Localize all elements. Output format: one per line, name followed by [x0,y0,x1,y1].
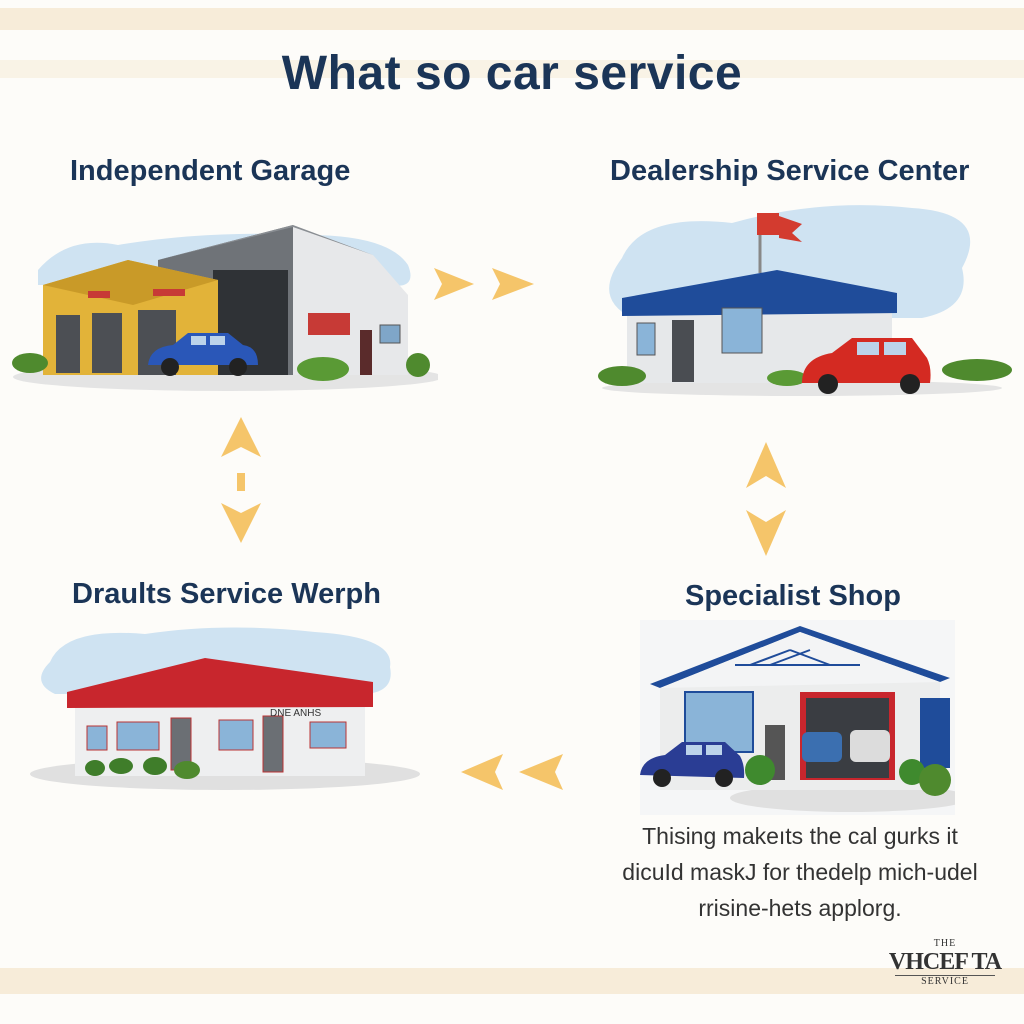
chain-building-sign: DNE ANHS [270,708,321,719]
arrow-updown-left-icon [216,415,266,550]
logo-name: VHCEF TA [888,949,1002,975]
brand-logo: THE VHCEF TA SERVICE [886,938,1004,1010]
page-title: What so car service [281,47,743,100]
top-stripe-2 [0,60,1024,78]
description-line-2: dicuId maskJ for thedelp mich-udel [622,859,978,885]
specialist-shop-illustration [640,620,955,815]
arrow-updown-right-icon [741,440,791,565]
description-text: Thising makeıts the cal gurks it dicuId … [590,818,1010,926]
chain-service-illustration: DNE ANHS [25,622,425,797]
independent-garage-illustration [8,215,438,400]
description-line-3: rrisine-hets applorg. [698,895,902,921]
label-dealership: Dealership Service Center [610,155,970,187]
label-specialist: Specialist Shop [685,580,901,612]
dealership-illustration [592,198,1017,398]
logo-top-text: THE [933,938,957,949]
label-independent-garage: Independent Garage [70,155,351,187]
label-chain: Draults Service Werph [72,578,381,610]
logo-bottom-text: SERVICE [921,976,969,987]
bottom-stripe [0,968,1024,994]
top-stripe [0,8,1024,30]
arrow-right-icon [430,262,540,312]
arrow-left-icon [455,750,570,800]
description-line-1: Thising makeıts the cal gurks it [642,823,958,849]
